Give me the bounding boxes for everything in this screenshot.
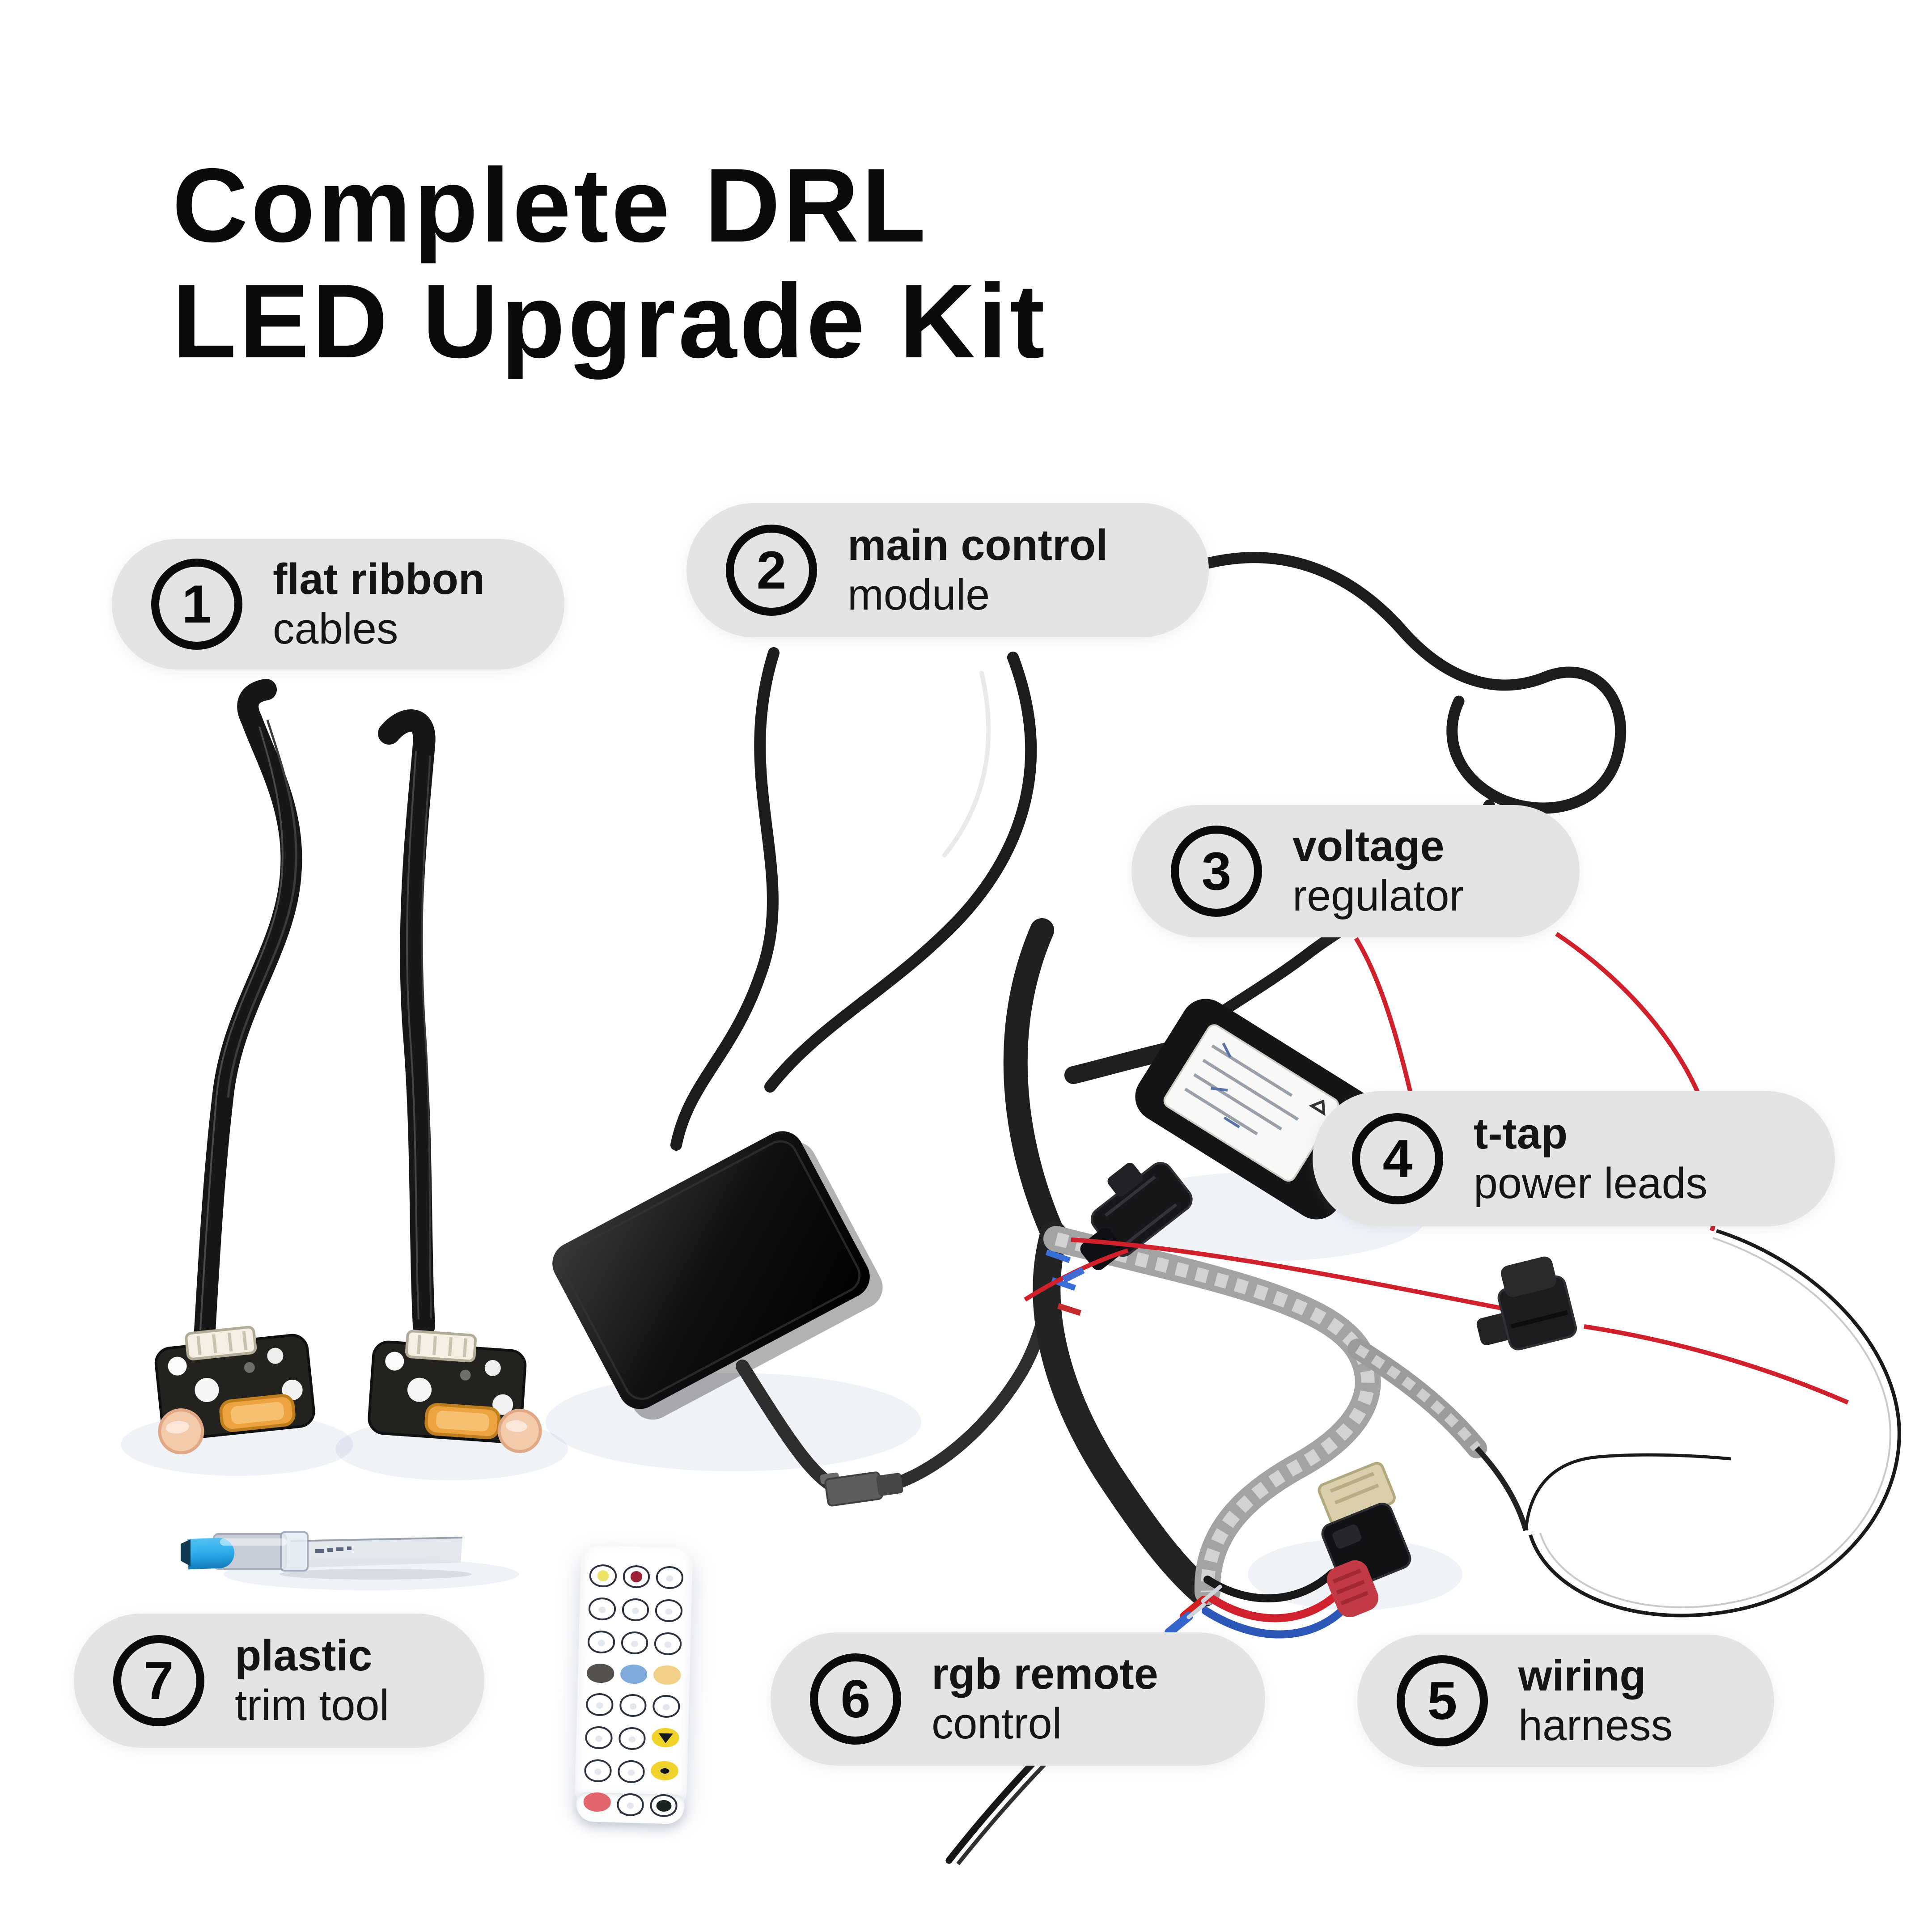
- remote-button-icon: [619, 1694, 647, 1717]
- dot-icon: [658, 1766, 671, 1775]
- remote-button-icon: [621, 1598, 649, 1622]
- title-line-1: Complete DRL: [172, 146, 928, 264]
- led-pcb-right: [368, 1330, 542, 1453]
- rgb-remote-photo: [574, 1545, 693, 1825]
- inline-connector: [820, 1471, 903, 1507]
- remote-button-icon: [620, 1664, 648, 1684]
- label-bold-text: wiring: [1518, 1651, 1646, 1700]
- remote-button-icon: [589, 1564, 617, 1588]
- remote-button-icon: [588, 1597, 616, 1621]
- label-bold-text: flat ribbon: [273, 555, 485, 604]
- remote-button-icon: [583, 1792, 611, 1812]
- label-regular-text: module: [847, 570, 990, 619]
- label-bold-text: voltage: [1292, 822, 1445, 871]
- remote-button-icon: [652, 1728, 680, 1748]
- remote-button-icon: [616, 1793, 644, 1817]
- label-bold-text: main control: [847, 521, 1108, 570]
- remote-buttons: [583, 1564, 684, 1818]
- triangle-icon: [658, 1733, 673, 1744]
- label-regular-text: control: [932, 1699, 1062, 1748]
- number-badge-5: 5: [1397, 1655, 1488, 1746]
- remote-button-icon: [617, 1760, 645, 1784]
- remote-button-icon: [585, 1726, 613, 1750]
- label-bold-text: plastic: [235, 1631, 373, 1680]
- wiring-harness-photo: [945, 1162, 1529, 1865]
- color-blob-icon: [630, 1571, 642, 1582]
- flat-ribbon-cables-photo: [154, 679, 542, 1455]
- power-icon: [656, 1799, 672, 1812]
- harness-connector-stack: [1318, 1462, 1411, 1618]
- remote-button-icon: [654, 1632, 682, 1656]
- label-bold-text: rgb remote: [932, 1649, 1158, 1699]
- remote-button-icon: [618, 1727, 646, 1750]
- remote-button-icon: [651, 1761, 679, 1781]
- number-badge-3: 3: [1171, 826, 1262, 917]
- sensor-plug: [1080, 1162, 1193, 1271]
- thin-wire-loop: [1524, 1229, 1901, 1618]
- label-regular-text: regulator: [1292, 871, 1464, 920]
- number-badge-6: 6: [810, 1653, 901, 1745]
- remote-button-icon: [650, 1794, 678, 1818]
- remote-button-icon: [655, 1599, 683, 1623]
- remote-button-icon: [586, 1663, 614, 1683]
- remote-button-icon: [652, 1695, 681, 1718]
- label-regular-text: harness: [1518, 1701, 1673, 1750]
- page-title: Complete DRL LED Upgrade Kit: [172, 146, 1048, 380]
- trim-tool-photo: [181, 1531, 472, 1580]
- label-bold-text: t-tap: [1474, 1109, 1568, 1158]
- remote-button-icon: [585, 1693, 614, 1716]
- t-tap-power-leads-photo: [1024, 932, 1849, 1405]
- remote-button-icon: [622, 1565, 650, 1589]
- number-badge-1: 1: [151, 559, 242, 650]
- label-regular-text: power leads: [1474, 1159, 1708, 1208]
- remote-button-icon: [656, 1566, 684, 1589]
- remote-button-icon: [653, 1665, 681, 1685]
- remote-button-icon: [584, 1759, 612, 1783]
- number-badge-4: 4: [1352, 1113, 1443, 1204]
- t-tap-clamp: [1476, 1256, 1577, 1351]
- label-regular-text: cables: [273, 604, 398, 653]
- main-control-module-photo: [552, 1131, 1063, 1507]
- title-line-2: LED Upgrade Kit: [172, 262, 1048, 380]
- color-blob-icon: [597, 1570, 609, 1581]
- number-badge-7: 7: [113, 1635, 204, 1726]
- remote-button-icon: [621, 1631, 649, 1655]
- number-badge-2: 2: [726, 525, 817, 616]
- label-regular-text: trim tool: [235, 1681, 389, 1729]
- led-pcb-left: [154, 1326, 315, 1455]
- remote-button-icon: [587, 1630, 615, 1654]
